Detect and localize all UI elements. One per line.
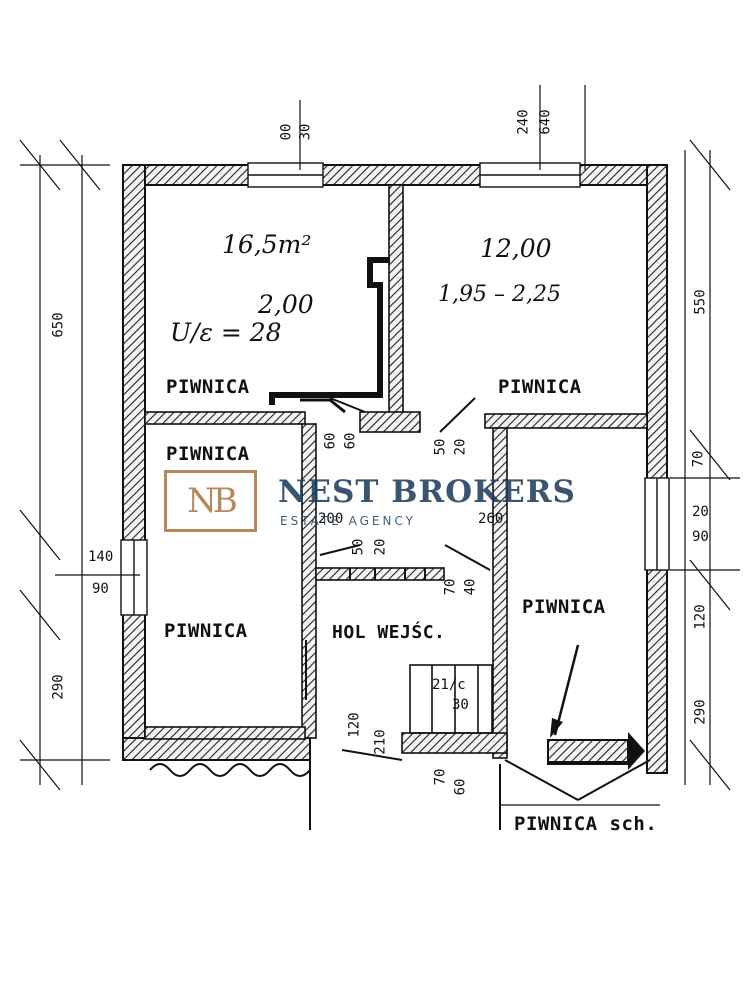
wall-hall-divider [315, 567, 445, 581]
dim-right-290: 290 [692, 699, 709, 725]
dim-left-90: 90 [92, 581, 109, 597]
room-label-hall: HOL WEJŚC. [332, 622, 446, 643]
wall-hall-bottom [401, 732, 508, 754]
ventilation-duct [269, 257, 390, 405]
room-label-right: PIWNICA [522, 596, 606, 618]
dim-core-60a: 60 [322, 432, 339, 450]
dim-hall-20: 20 [372, 538, 389, 556]
dim-core-50: 50 [432, 438, 449, 456]
dim-bottom-70: 70 [432, 768, 449, 786]
dim-hall-50: 50 [350, 538, 367, 556]
dim-top-00: 00 [278, 123, 295, 141]
logo-monogram-box: NB [164, 470, 257, 532]
area-top-right: 12,00 [480, 234, 552, 263]
stair-note: 21/c [432, 677, 466, 693]
logo-brand-tagline: ESTATE AGENCY [280, 514, 416, 528]
dim-core-20: 20 [452, 438, 469, 456]
wall-left [122, 164, 146, 761]
wall-core-block [359, 411, 421, 433]
dim-hall-40: 40 [462, 578, 479, 596]
area-top-left: 16,5m² [222, 230, 312, 259]
dim-top-240: 240 [515, 109, 532, 135]
terrain-squiggle [149, 763, 311, 777]
wall-mid-vertical [388, 184, 404, 414]
logo-monogram: NB [187, 481, 238, 521]
room-label-left: PIWNICA [164, 620, 248, 642]
formula-top-left: U/ε = 28 [170, 318, 282, 347]
dim-right-20: 20 [692, 504, 709, 520]
stairs [409, 664, 493, 734]
wall-bottom-left [122, 737, 311, 761]
dim-hall-260: 260 [478, 511, 504, 527]
dim-right-120: 120 [692, 604, 709, 630]
dim-left-650: 650 [50, 312, 67, 338]
stair-arrow [547, 644, 645, 770]
room-label-top-right: PIWNICA [498, 376, 582, 398]
value-top-left: 2,00 [258, 290, 314, 319]
interior-walls [144, 184, 648, 759]
dim-core-60b: 60 [342, 432, 359, 450]
dim-left-140: 140 [88, 549, 114, 565]
doors [305, 397, 651, 801]
wall-top-right-room-bottom [484, 413, 648, 429]
windows [120, 162, 670, 616]
dim-door-210: 210 [372, 729, 389, 755]
wall-right [646, 164, 668, 774]
wall-left-room-bottom [144, 726, 306, 740]
stair-note-2: 30 [452, 697, 469, 713]
dim-right-90: 90 [692, 529, 709, 545]
logo-brand-name: NEST BROKERS [278, 474, 576, 510]
dim-hall-70: 70 [442, 578, 459, 596]
dim-right-70: 70 [690, 450, 707, 468]
wall-right-room-left [492, 427, 508, 759]
dim-top-30: 30 [297, 123, 314, 141]
dim-bottom-60: 60 [452, 778, 469, 796]
wall-left-room-right [301, 423, 317, 739]
room-label-mid-left: PIWNICA [166, 443, 250, 465]
dim-right-550: 550 [692, 289, 709, 315]
dim-top-640: 640 [537, 109, 554, 135]
dimension-lines [19, 85, 740, 806]
vent-marks [349, 568, 426, 580]
room-label-top-left: PIWNICA [166, 376, 250, 398]
range-top-right: 1,95 – 2,25 [438, 282, 561, 307]
room-label-stair: PIWNICA sch. [514, 813, 658, 835]
wall-top-left-room-bottom [144, 411, 306, 425]
dim-left-290: 290 [50, 674, 67, 700]
dim-door-120: 120 [346, 712, 363, 738]
dim-hall-200: 200 [318, 511, 344, 527]
